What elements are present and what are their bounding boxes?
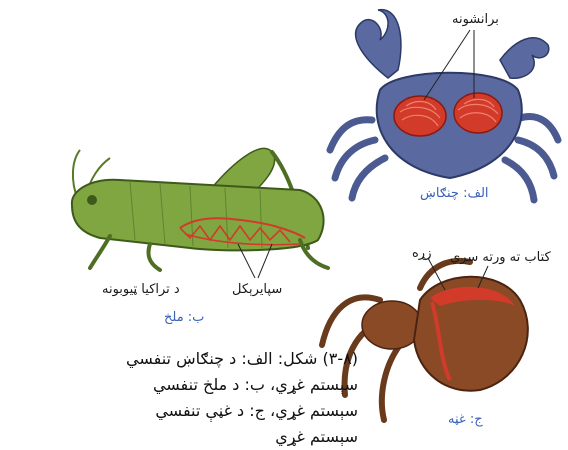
spider-book-lungs-label: کتاب ته ورته سږي	[450, 250, 551, 265]
crab-illustration	[330, 10, 558, 200]
grasshopper-spiracles-label: سپایرېکل	[232, 282, 282, 297]
spider-heart-label: زړه	[412, 246, 432, 261]
crab-caption-label: الف: چنګاښ	[420, 186, 489, 201]
spider-caption-label: ج: غڼه	[448, 412, 483, 427]
figure-caption: (۳-۸) شکل: الف: د چنګاښ تنفسي سېستم غړي،…	[108, 346, 358, 450]
figure-number: (۳-۸)	[323, 349, 358, 368]
grasshopper-illustration	[72, 148, 328, 278]
crab-gills-label: برانشونه	[452, 12, 499, 27]
grasshopper-tracheae-label: د تراکیا ټیوبونه	[102, 282, 180, 297]
grasshopper-caption-label: ب: ملخ	[164, 310, 204, 325]
